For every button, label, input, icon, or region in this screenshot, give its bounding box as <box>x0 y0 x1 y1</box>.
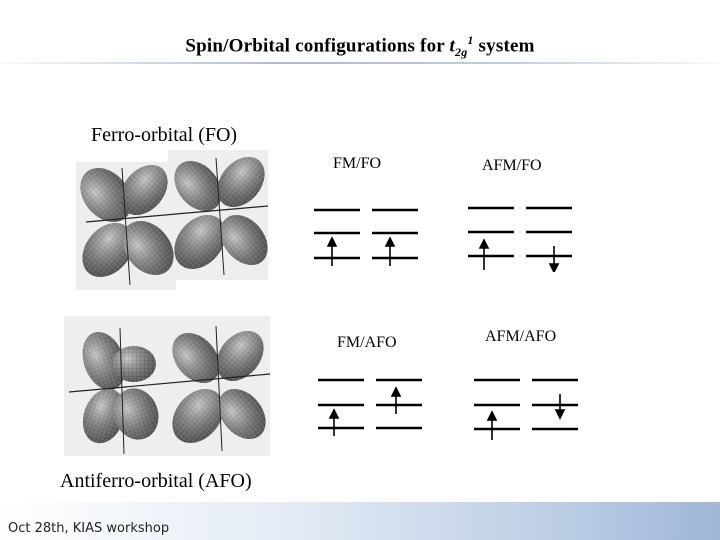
fm-afo-diagram <box>318 378 422 436</box>
afm-fo-label: AFM/FO <box>482 157 542 174</box>
title-divider <box>0 62 720 64</box>
afm-fo-diagram <box>468 206 572 272</box>
ferro-orbital-label: Ferro-orbital (FO) <box>91 124 238 146</box>
footer-decoration <box>0 502 720 540</box>
slide-title: Spin/Orbital configurations for t2g1 sys… <box>185 33 535 60</box>
afm-afo-diagram <box>474 378 578 440</box>
footer-text: Oct 28th, KIAS workshop <box>8 521 170 536</box>
fm-fo-diagram <box>314 208 418 266</box>
fm-fo-label: FM/FO <box>333 155 382 172</box>
ferro-orbital-image <box>76 150 268 290</box>
antiferro-orbital-label: Antiferro-orbital (AFO) <box>60 470 252 492</box>
antiferro-orbital-image <box>64 316 270 456</box>
fm-afo-label: FM/AFO <box>337 334 397 351</box>
afm-afo-label: AFM/AFO <box>485 328 557 345</box>
